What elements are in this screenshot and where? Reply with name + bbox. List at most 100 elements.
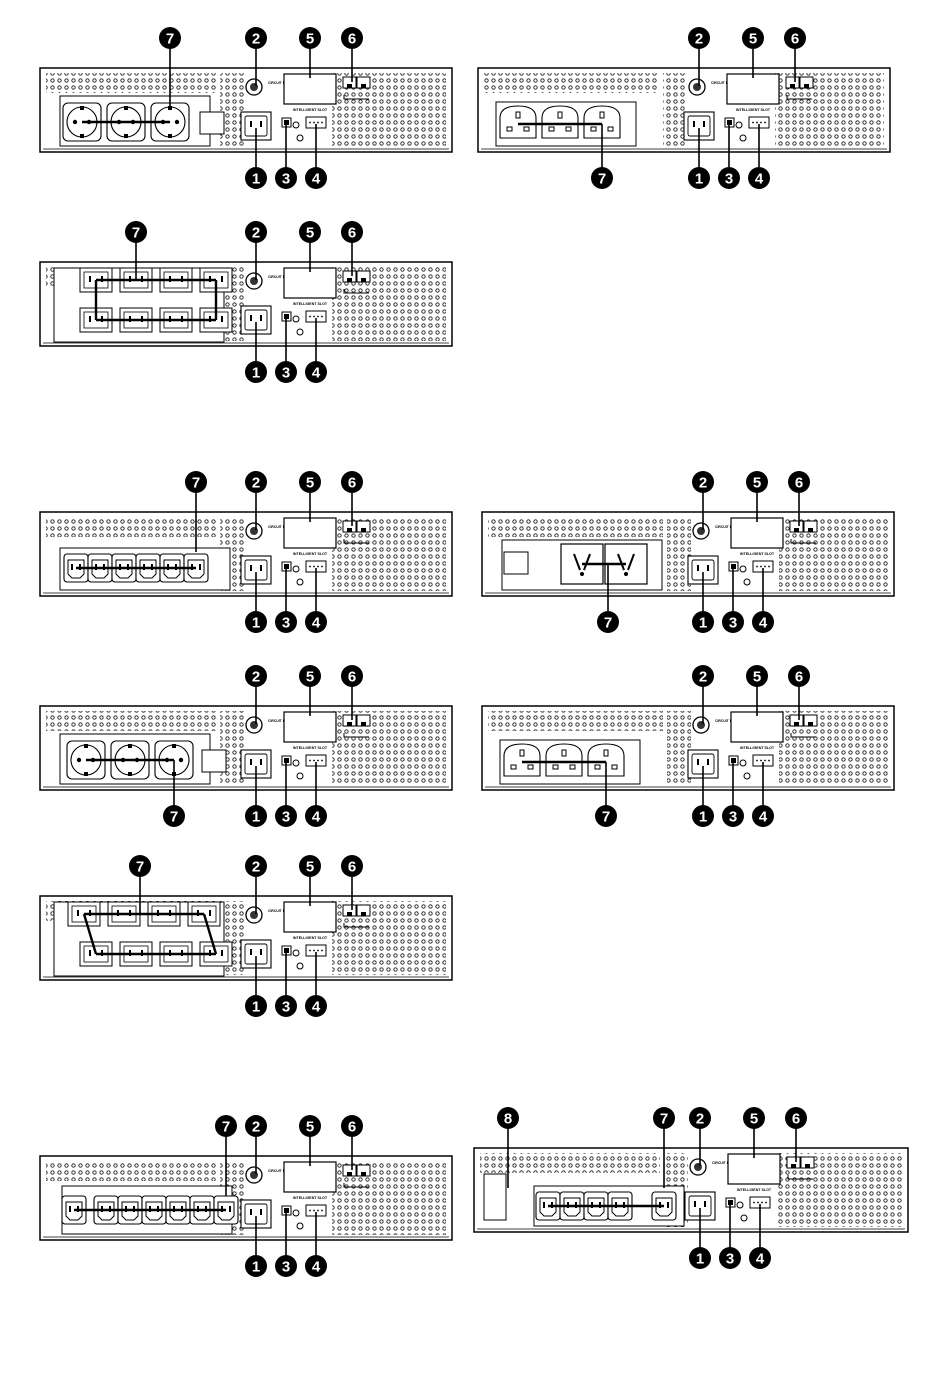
callout-number: 7 bbox=[132, 225, 140, 242]
uk-outlet bbox=[583, 105, 621, 139]
callout-number: 1 bbox=[252, 999, 260, 1016]
intelligent-slot: INTELLIGENT SLOT bbox=[730, 711, 784, 750]
ground-screw bbox=[296, 962, 304, 970]
callout-number: 4 bbox=[312, 171, 321, 188]
ground-screw bbox=[296, 578, 304, 586]
callout-7: 7 bbox=[163, 805, 185, 827]
callout-number: 6 bbox=[348, 669, 356, 686]
panels-layer: CIRCUIT BREAKERINTELLIGENT SLOT2561347CI… bbox=[39, 27, 909, 1277]
ac-input-inlet bbox=[687, 555, 719, 585]
callout-number: 5 bbox=[306, 859, 314, 876]
callout-number: 2 bbox=[252, 1119, 260, 1136]
callout-number: 5 bbox=[306, 31, 314, 48]
rj45-ports bbox=[785, 76, 814, 100]
callout-6: 6 bbox=[341, 471, 363, 493]
callout-2: 2 bbox=[245, 665, 267, 687]
callout-6: 6 bbox=[341, 665, 363, 687]
callout-7: 7 bbox=[595, 805, 617, 827]
callout-1: 1 bbox=[245, 361, 267, 383]
circuit-breaker bbox=[689, 1158, 707, 1176]
ground-screw bbox=[743, 772, 751, 780]
ac-input-inlet bbox=[687, 749, 719, 779]
callout-number: 4 bbox=[759, 809, 768, 826]
intelligent-slot-label: INTELLIGENT SLOT bbox=[293, 302, 328, 306]
callout-number: 1 bbox=[252, 1259, 260, 1276]
callout-number: 5 bbox=[306, 475, 314, 492]
callout-number: 6 bbox=[348, 475, 356, 492]
vent-mesh bbox=[220, 711, 244, 785]
callout-3: 3 bbox=[722, 805, 744, 827]
blank-plate bbox=[503, 551, 529, 575]
uk-outlet bbox=[545, 743, 583, 777]
callout-number: 3 bbox=[729, 809, 737, 826]
callout-number: 3 bbox=[282, 171, 290, 188]
callout-number: 4 bbox=[312, 1259, 321, 1276]
callout-number: 4 bbox=[312, 809, 321, 826]
callout-1: 1 bbox=[689, 1247, 711, 1269]
circuit-breaker bbox=[245, 522, 263, 540]
ground-screw bbox=[292, 565, 300, 573]
callout-number: 4 bbox=[756, 1251, 765, 1268]
callout-2: 2 bbox=[245, 471, 267, 493]
callout-5: 5 bbox=[299, 27, 321, 49]
callout-number: 1 bbox=[252, 809, 260, 826]
callout-number: 2 bbox=[699, 669, 707, 686]
vent-mesh bbox=[667, 517, 691, 591]
callout-3: 3 bbox=[275, 1255, 297, 1277]
callout-2: 2 bbox=[692, 665, 714, 687]
callout-number: 8 bbox=[504, 1111, 512, 1128]
vent-mesh bbox=[480, 1153, 660, 1173]
circuit-breaker bbox=[245, 716, 263, 734]
intelligent-slot: INTELLIGENT SLOT bbox=[283, 73, 337, 112]
ground-screw bbox=[296, 1222, 304, 1230]
callout-number: 1 bbox=[252, 365, 260, 382]
callout-5: 5 bbox=[299, 1115, 321, 1137]
callout-number: 3 bbox=[282, 999, 290, 1016]
ground-screw bbox=[739, 565, 747, 573]
callout-3: 3 bbox=[275, 805, 297, 827]
intelligent-slot: INTELLIGENT SLOT bbox=[283, 901, 337, 940]
intelligent-slot: INTELLIGENT SLOT bbox=[283, 711, 337, 750]
intelligent-slot-label: INTELLIGENT SLOT bbox=[293, 1196, 328, 1200]
uk-outlet bbox=[503, 743, 541, 777]
intelligent-slot-label: INTELLIGENT SLOT bbox=[736, 108, 771, 112]
rj45-ports bbox=[342, 714, 371, 738]
callout-6: 6 bbox=[341, 221, 363, 243]
callout-4: 4 bbox=[752, 611, 774, 633]
callout-number: 7 bbox=[166, 31, 174, 48]
callout-6: 6 bbox=[341, 855, 363, 877]
blank-plate bbox=[201, 749, 227, 773]
ground-screw bbox=[739, 759, 747, 767]
callout-number: 5 bbox=[753, 475, 761, 492]
callout-1: 1 bbox=[245, 167, 267, 189]
intelligent-slot: INTELLIGENT SLOT bbox=[283, 267, 337, 306]
bypass-switch bbox=[483, 1173, 507, 1221]
vent-mesh bbox=[488, 711, 663, 731]
vent-mesh bbox=[488, 517, 663, 537]
callout-1: 1 bbox=[692, 805, 714, 827]
callout-number: 4 bbox=[312, 999, 321, 1016]
callout-number: 3 bbox=[282, 1259, 290, 1276]
circuit-breaker bbox=[245, 906, 263, 924]
rj45-ports bbox=[342, 76, 371, 100]
callout-number: 2 bbox=[252, 669, 260, 686]
ground-screw bbox=[740, 1214, 748, 1222]
callout-number: 4 bbox=[759, 615, 768, 632]
callout-number: 7 bbox=[170, 809, 178, 826]
callout-number: 7 bbox=[136, 859, 144, 876]
callout-number: 7 bbox=[598, 171, 606, 188]
callout-number: 5 bbox=[306, 669, 314, 686]
ground-screw bbox=[292, 315, 300, 323]
callout-number: 7 bbox=[604, 615, 612, 632]
ground-screw bbox=[735, 121, 743, 129]
callout-number: 5 bbox=[753, 669, 761, 686]
callout-8: 8 bbox=[497, 1107, 519, 1129]
callout-3: 3 bbox=[275, 361, 297, 383]
circuit-breaker bbox=[688, 78, 706, 96]
rj45-ports bbox=[789, 714, 818, 738]
